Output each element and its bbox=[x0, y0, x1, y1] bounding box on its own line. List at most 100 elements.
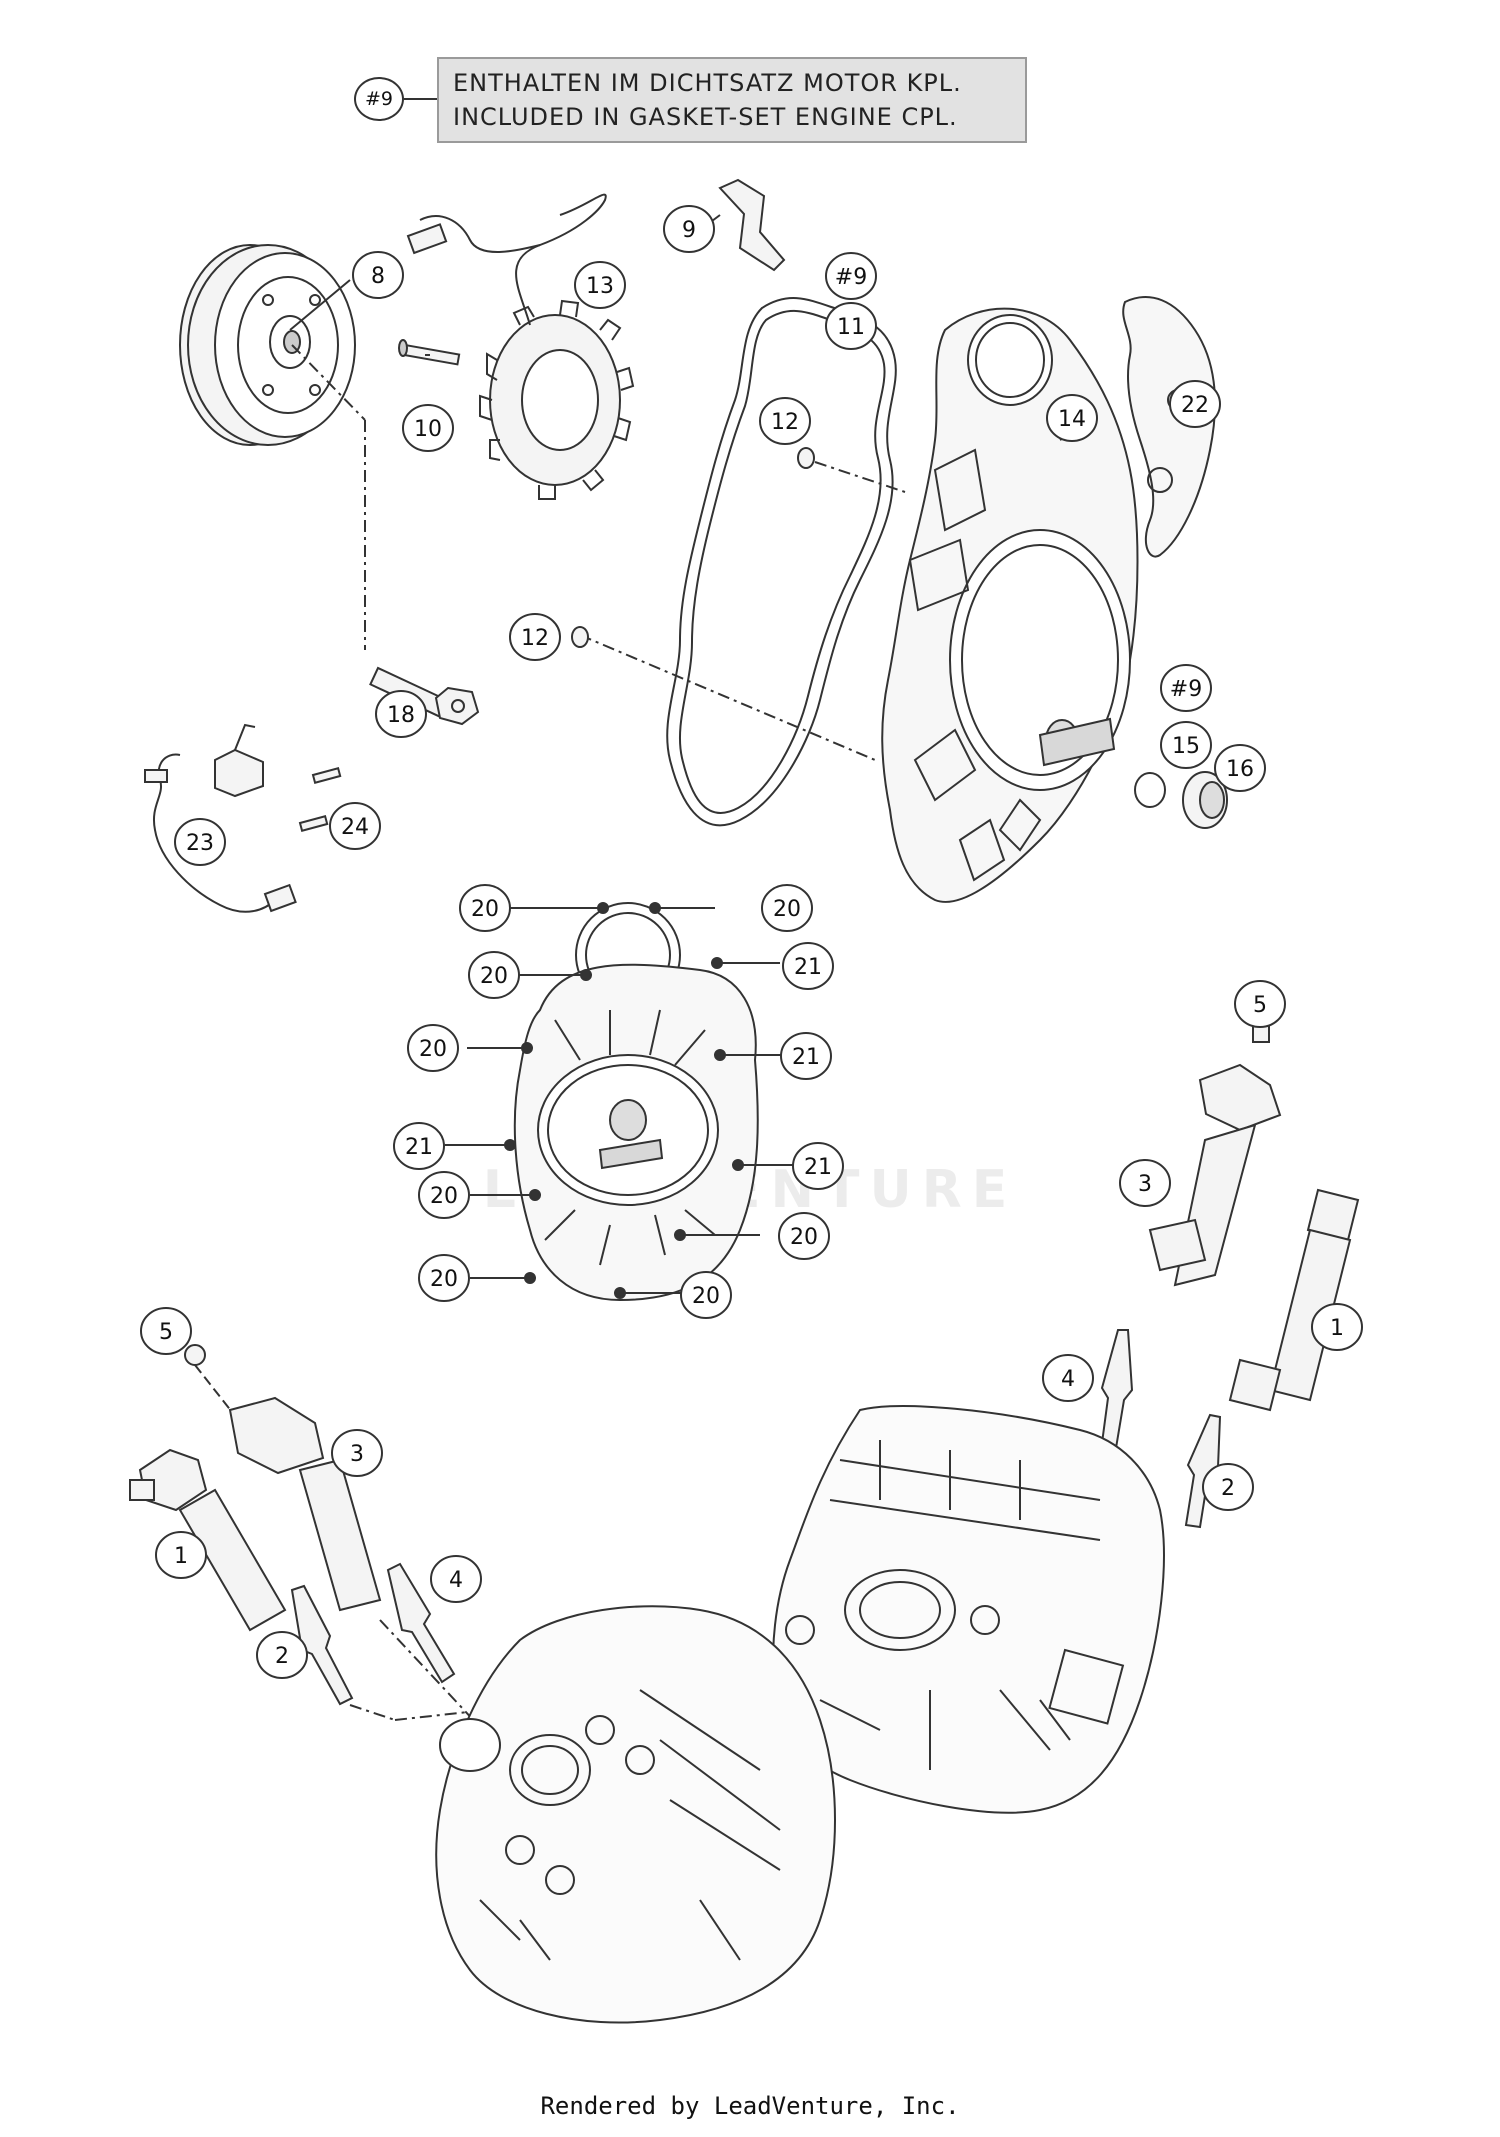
callout-bubble bbox=[418, 1171, 470, 1219]
callout-label: 14 bbox=[1058, 407, 1086, 432]
callout-bubble bbox=[509, 613, 561, 661]
callout-label: 2 bbox=[1221, 1476, 1235, 1501]
callout-bubble bbox=[352, 251, 404, 299]
callout-c20h: 20 bbox=[680, 1271, 732, 1319]
callout-label: 20 bbox=[419, 1037, 447, 1062]
callout-c2a: 2 bbox=[1202, 1463, 1254, 1511]
callout-c20c: 20 bbox=[468, 951, 520, 999]
callout-bubble bbox=[1160, 664, 1212, 712]
callout-c8: 8 bbox=[352, 251, 404, 299]
callout-label: 20 bbox=[790, 1225, 818, 1250]
callout-c15: 15 bbox=[1160, 721, 1212, 769]
callout-bubble bbox=[574, 261, 626, 309]
callout-label: 21 bbox=[792, 1045, 820, 1070]
dowel-pin-upper bbox=[797, 447, 815, 469]
callout-c13: 13 bbox=[574, 261, 626, 309]
callout-label: 20 bbox=[430, 1184, 458, 1209]
callout-bubble bbox=[155, 1531, 207, 1579]
callout-bubble bbox=[140, 1307, 192, 1355]
callout-c11: 11 bbox=[825, 302, 877, 350]
callout-label: 10 bbox=[414, 417, 442, 442]
callout-c20d: 20 bbox=[407, 1024, 459, 1072]
callout-bubble bbox=[329, 802, 381, 850]
callout-bubble bbox=[468, 951, 520, 999]
callout-bubble bbox=[430, 1555, 482, 1603]
callout-c4b: 4 bbox=[430, 1555, 482, 1603]
callout-c3b: 3 bbox=[331, 1429, 383, 1477]
callout-label: 11 bbox=[837, 315, 865, 340]
callout-bubble bbox=[761, 884, 813, 932]
legend-tag: #9 bbox=[354, 77, 404, 121]
callout-label: 12 bbox=[521, 626, 549, 651]
callout-label: 21 bbox=[804, 1155, 832, 1180]
cylinder-head-rear bbox=[772, 1405, 1165, 1814]
callout-c20g: 20 bbox=[418, 1254, 470, 1302]
callout-label: 21 bbox=[405, 1135, 433, 1160]
legend-text-en: INCLUDED IN GASKET-SET ENGINE CPL. bbox=[453, 103, 958, 131]
callout-label: 4 bbox=[449, 1568, 463, 1593]
callout-c4a: 4 bbox=[1042, 1354, 1094, 1402]
callout-bubble bbox=[1119, 1159, 1171, 1207]
callout-bubble bbox=[1234, 980, 1286, 1028]
callout-bubble bbox=[331, 1429, 383, 1477]
stator-screw bbox=[398, 339, 461, 366]
callout-label: #9 bbox=[835, 265, 867, 290]
callout-c23: 23 bbox=[174, 818, 226, 866]
spark-plug-front-right bbox=[1184, 1413, 1222, 1529]
callout-bubble bbox=[407, 1024, 459, 1072]
callout-label: 21 bbox=[794, 955, 822, 980]
cylinder-head-front bbox=[435, 1605, 836, 2024]
stator bbox=[406, 193, 635, 500]
dowel-pin-lower bbox=[571, 626, 589, 648]
callout-c1a: 1 bbox=[1311, 1303, 1363, 1351]
callout-c10: 10 bbox=[402, 404, 454, 452]
callout-c20f: 20 bbox=[778, 1212, 830, 1260]
callout-c5b: 5 bbox=[140, 1307, 192, 1355]
callout-bubble bbox=[393, 1122, 445, 1170]
cover-gasket bbox=[666, 297, 897, 827]
callout-bubble bbox=[256, 1631, 308, 1679]
clutch-cover bbox=[513, 902, 759, 1302]
callout-bubble bbox=[759, 397, 811, 445]
callout-label: 4 bbox=[1061, 1367, 1075, 1392]
callout-bubble bbox=[459, 884, 511, 932]
callout-bubble bbox=[1202, 1463, 1254, 1511]
ignition-coil-front bbox=[184, 1344, 382, 1612]
callout-bubble bbox=[1214, 744, 1266, 792]
callout-label: 2 bbox=[275, 1644, 289, 1669]
callout-bubble bbox=[780, 1032, 832, 1080]
callout-c24: 24 bbox=[329, 802, 381, 850]
callout-c5a: 5 bbox=[1234, 980, 1286, 1028]
callout-bubble bbox=[402, 404, 454, 452]
callout-label: 20 bbox=[471, 897, 499, 922]
callout-c21b: 21 bbox=[780, 1032, 832, 1080]
callout-label: 23 bbox=[186, 831, 214, 856]
callout-c16: 16 bbox=[1214, 744, 1266, 792]
callout-c12a: 12 bbox=[759, 397, 811, 445]
callout-c21a: 21 bbox=[782, 942, 834, 990]
callout-bubble bbox=[1160, 721, 1212, 769]
callout-c12b: 12 bbox=[509, 613, 561, 661]
callout-c2b: 2 bbox=[256, 1631, 308, 1679]
ignition-coil-front-left bbox=[129, 1448, 287, 1632]
callout-label: 3 bbox=[1138, 1172, 1152, 1197]
callout-label: #9 bbox=[1170, 677, 1202, 702]
flywheel-rotor bbox=[179, 244, 356, 446]
callout-bubble bbox=[778, 1212, 830, 1260]
callout-label: 1 bbox=[174, 1544, 188, 1569]
callout-label: 24 bbox=[341, 815, 369, 840]
callout-bubble bbox=[174, 818, 226, 866]
legend-box: ENTHALTEN IM DICHTSATZ MOTOR KPL. INCLUD… bbox=[437, 57, 1027, 143]
callout-bubble bbox=[1311, 1303, 1363, 1351]
callout-c20e: 20 bbox=[418, 1171, 470, 1219]
callout-label: 9 bbox=[682, 218, 696, 243]
callout-bubble bbox=[792, 1142, 844, 1190]
callout-label: 20 bbox=[692, 1284, 720, 1309]
callout-label: 5 bbox=[159, 1320, 173, 1345]
screw-plug bbox=[1182, 771, 1228, 829]
callout-bubble bbox=[1042, 1354, 1094, 1402]
callout-label: 1 bbox=[1330, 1316, 1344, 1341]
callout-label: 18 bbox=[387, 703, 415, 728]
